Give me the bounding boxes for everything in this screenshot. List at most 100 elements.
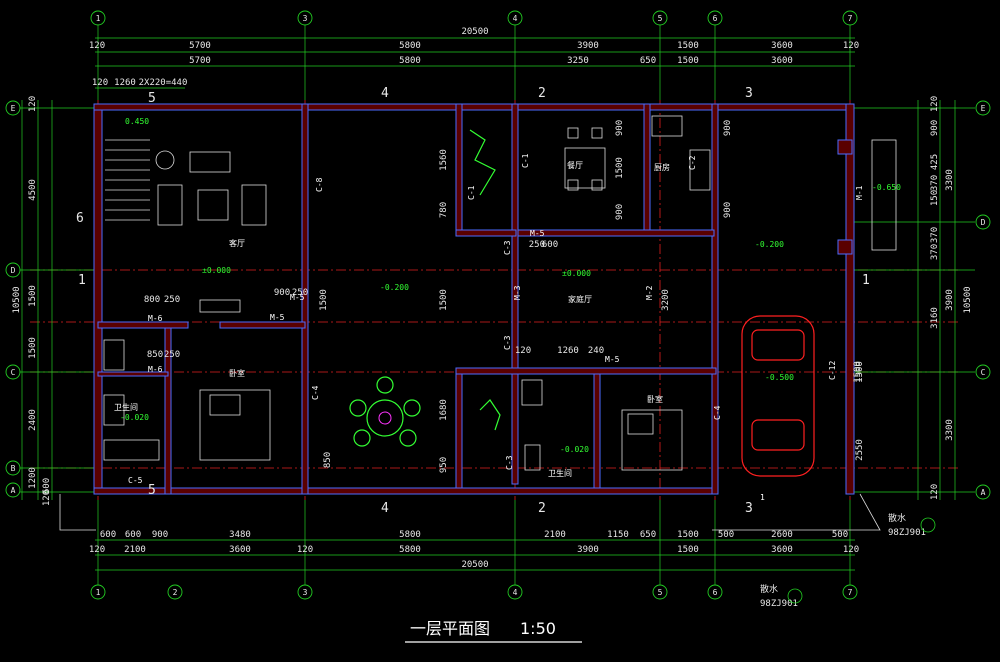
dim-bottom-2: 1500 [677,545,699,555]
section-mark: 2 [538,501,546,516]
note-label: 散水 [888,512,906,524]
window-tag: C-3 [503,335,512,350]
grid-row-label: C [981,368,986,377]
door-window-tags: M-6 M-5 M-6 M-5 M-5 M-3 M-2 M-1 C-1 C-2 … [128,153,864,502]
section-mark: 3 [745,501,753,516]
grid-row-label: B [11,464,16,473]
dim-right: 370 [930,244,940,260]
dim-bottom-1: 2100 [544,530,566,540]
door-tag: M-1 [855,185,864,200]
room-living: 客厅 [229,238,245,248]
room-bathroom-2: 卫生间 [548,468,572,478]
dimensions-left: 10500 120 4500 1500 1500 2400 1200 600 1… [12,96,52,506]
dim-bottom-2: 5800 [399,545,421,555]
dim-bottom-2: 120 [89,545,105,555]
dim-top-2: 3250 [567,56,589,66]
section-mark: 4 [381,86,389,101]
note-code: 98ZJ901 [760,599,798,609]
room-labels: 客厅 餐厅 厨房 家庭厅 卧室 卧室 卫生间 卫生间 [114,161,670,478]
dimension-lines [20,20,975,590]
dim-right: 3160 [930,307,940,329]
columns [837,139,853,255]
interior-dim: 240 [588,346,604,356]
dim-right: 425 [930,154,940,170]
notes: 散水 98ZJ901 散水 98ZJ901 [760,512,936,609]
window-tag: C-5 [128,476,143,485]
door-tag: M-5 [605,355,620,364]
dim-top-1: 120 [843,41,859,51]
dim-left: 1200 [28,467,38,489]
grid-row-label: A [11,486,16,495]
drawing-title: 一层平面图 [410,619,490,638]
window-tag: C-8 [315,177,324,192]
window-tag: C-1 [467,185,476,200]
interior-dim: 850 [323,452,333,468]
dim-right: 150 [930,190,940,206]
level: -0.020 [560,445,589,454]
interior-dim: 250 [529,240,545,250]
dim-right: 3300 [945,169,955,191]
level: ±0.000 [202,266,231,275]
door-tag: M-6 [148,365,163,374]
interior-dim: 1500 [319,289,329,311]
interior-dim: 850 [147,350,163,360]
interior-dim: 600 [542,240,558,250]
dim-top-3: 1260 [114,78,136,88]
section-mark: 2 [538,86,546,101]
dim-left: 1500 [28,285,38,307]
dimensions-top: 20500 120 5700 5800 3900 1500 3600 120 5… [89,27,859,88]
dimensions-bottom: 600 600 900 3480 5800 2100 1150 650 1500… [89,530,859,570]
dim-bottom-2: 2100 [124,545,146,555]
drawing-title-block: 一层平面图 1:50 [405,619,582,643]
note-label: 散水 [760,583,778,595]
room-bedroom-1: 卧室 [229,368,245,378]
door-tag: M-5 [290,293,305,302]
dim-left: 4500 [28,179,38,201]
dim-top-2: 650 [640,56,656,66]
section-mark: 4 [381,501,389,516]
dim-bottom-1: 1150 [607,530,629,540]
grid-row-label: D [981,218,986,227]
interior-dim: 900 [615,204,625,220]
dim-bottom-2: 120 [297,545,313,555]
window-tag: C-4 [713,405,722,420]
dim-top-1: 5800 [399,41,421,51]
dim-left: 600 [42,478,52,494]
grid-col-label: 4 [513,14,518,23]
dim-left: 1500 [28,337,38,359]
interior-dim: 250 [292,288,308,298]
grid-col-label: 1 [96,588,101,597]
exterior-steps [59,139,897,531]
dim-bottom-1: 500 [832,530,848,540]
grid-row-label: C [11,368,16,377]
interior-dim: 900 [615,120,625,136]
dim-right: 370 [930,175,940,191]
window-tag: C-3 [505,455,514,470]
dim-bottom-1: 600 [100,530,116,540]
grid-col-label: 3 [303,14,308,23]
section-mark: 1 [78,273,86,288]
door-tag: M-2 [645,285,654,300]
room-bedroom-2: 卧室 [647,394,663,404]
dim-left: 120 [42,490,52,506]
room-family: 家庭厅 [568,294,592,304]
interior-dim: 1260 [557,346,579,356]
dim-top-1: 3600 [771,41,793,51]
section-mark: 6 [76,211,84,226]
dim-right: 2550 [855,439,865,461]
level: -0.200 [755,240,784,249]
interior-dim: 120 [515,346,531,356]
round-table-center [378,411,392,425]
dim-right: 120 [930,484,940,500]
grid-row-label: E [981,104,986,113]
room-bathroom-1: 卫生间 [114,402,138,412]
section-mark: 1 [862,273,870,288]
dim-top-1: 5700 [189,41,211,51]
level: -0.020 [120,413,149,422]
window-tag: C-2 [688,155,697,170]
grid-col-label: 1 [96,14,101,23]
door-tag: 1 [760,493,765,502]
interior-dim: 1500 [853,361,863,383]
grid-bubbles [5,10,991,600]
dim-right: 120 [930,96,940,112]
